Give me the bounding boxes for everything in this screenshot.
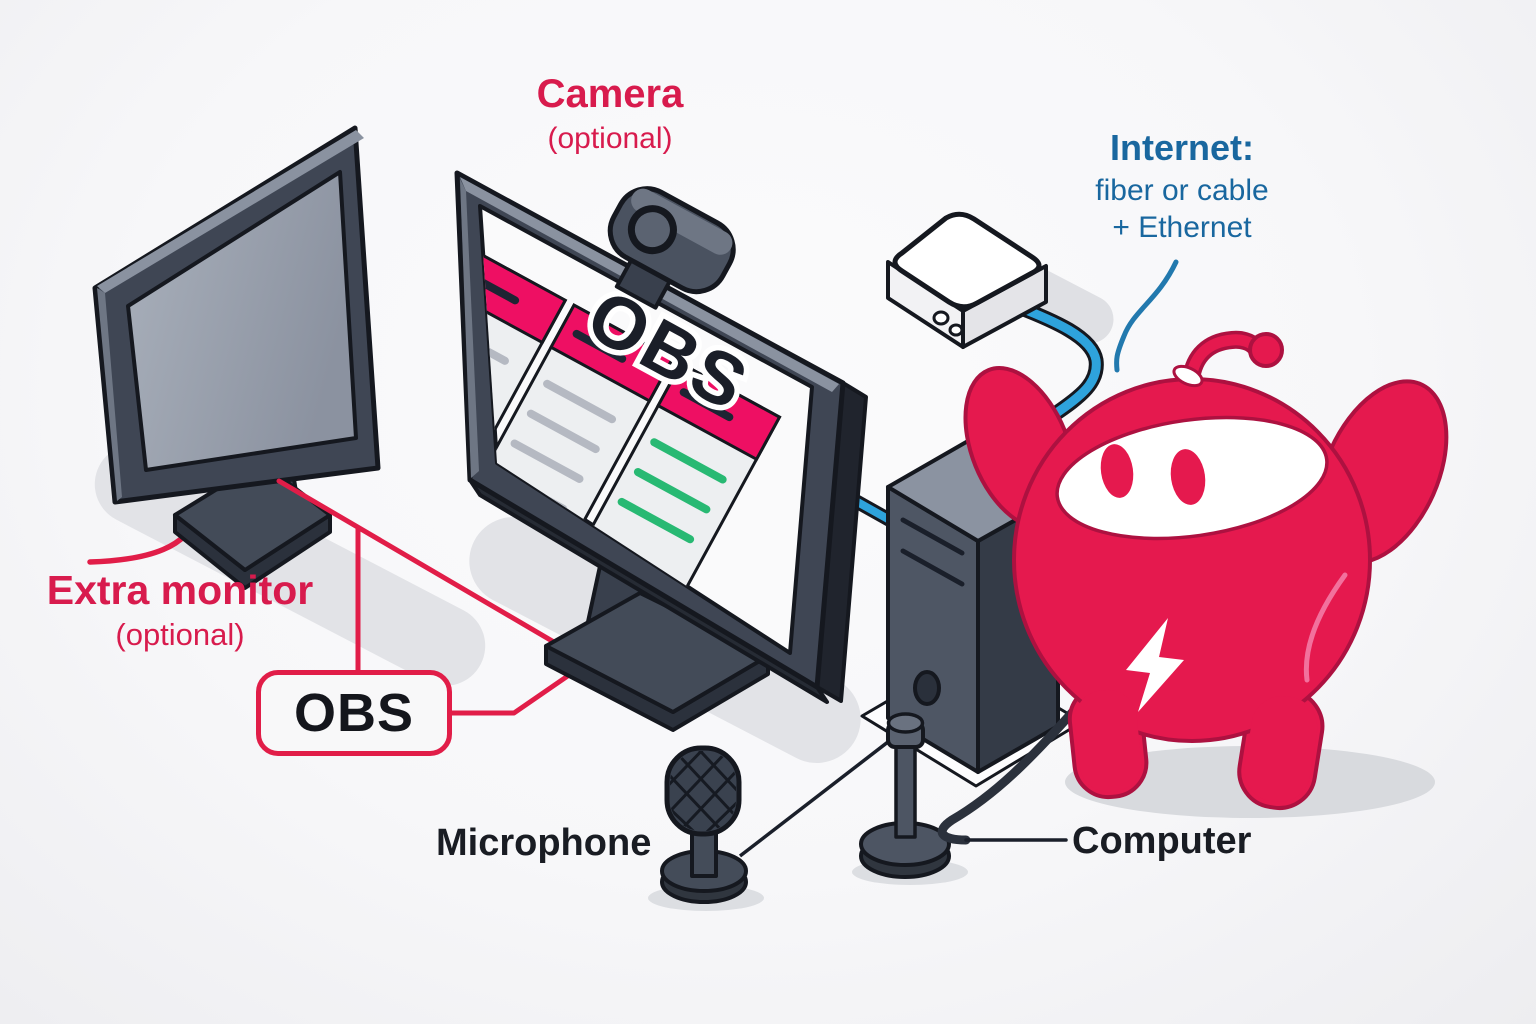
extra-monitor-label: Extra monitor (optional) [10,567,350,653]
internet-label: Internet: fiber or cable + Ethernet [1032,127,1332,245]
router-led [948,323,964,337]
webcam-lens [627,205,677,255]
webcam [607,186,736,310]
router-led [932,310,950,326]
power-button [913,670,941,706]
internet-label-line3: + Ethernet [1112,210,1252,244]
computer-cable [937,701,1083,845]
obs-connector-lines [276,478,591,716]
mic-grille [670,751,736,831]
tower-vent [900,517,965,556]
mic-stand [852,712,968,885]
extra-monitor-label-subtitle: (optional) [115,616,245,652]
obs-label-text: OBS [293,683,415,743]
internet-label-line2: fiber or cable [1095,174,1269,208]
lightning-bolt-icon [1126,618,1184,712]
mic-head [664,745,742,837]
internet-pointer-line [1114,259,1179,373]
ethernet-cable-router [992,292,1104,424]
mascot-robot [963,330,1449,818]
mascot-eye [1100,444,1134,498]
internet-label-title: Internet: [1110,127,1254,168]
antenna-cuff [1172,364,1204,388]
antenna-ball [1248,332,1284,368]
extra-monitor-label-title: Extra monitor [46,567,314,613]
computer-label: Computer [1072,820,1252,862]
mic-boom-line [738,733,899,858]
router-box [886,211,1048,349]
microphone [648,745,764,911]
camera-label-title: Camera [536,72,684,116]
tower-vent [900,548,965,587]
camera-label: Camera (optional) [440,72,780,155]
microphone-label: Microphone [436,822,652,864]
body-highlight [1303,572,1348,683]
mascot-antenna [1185,334,1260,385]
camera-label-subtitle: (optional) [547,121,673,155]
obs-label-box: OBS [256,670,452,756]
blank-screen [126,170,358,472]
mascot-eye [1170,449,1206,505]
